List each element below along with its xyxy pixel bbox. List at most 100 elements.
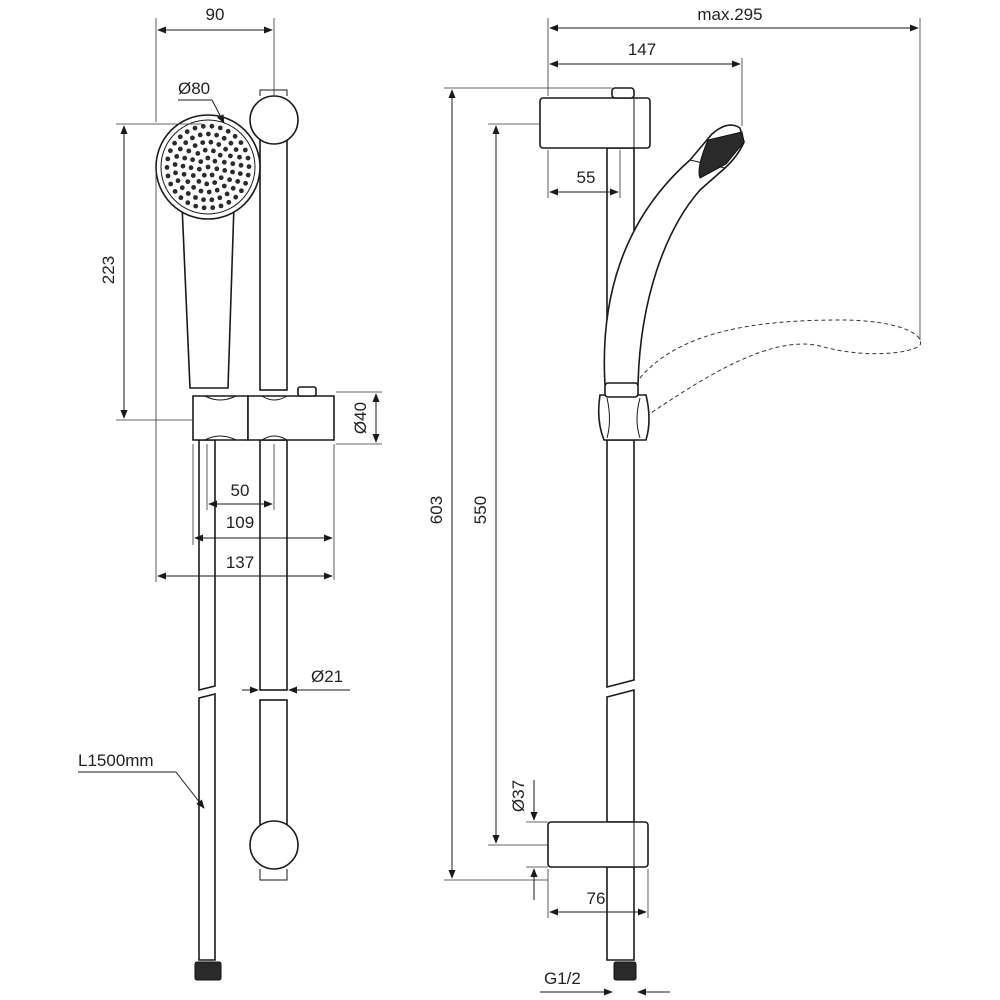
nozzle [206, 189, 212, 195]
nozzle [230, 161, 236, 167]
dim-max-295-label: max.295 [697, 5, 762, 24]
front-slide-rail [249, 89, 299, 881]
side-top-bracket [539, 87, 651, 149]
dim-thread-label: G1/2 [544, 969, 581, 988]
nozzle [208, 139, 214, 145]
hose-nut [194, 961, 222, 981]
dim-147-label: 147 [628, 40, 656, 59]
nozzle [201, 205, 207, 211]
side-view: max.295 147 55 603 550 [427, 5, 922, 996]
dim-550-label: 550 [471, 496, 490, 524]
dim-rail-diameter: Ø21 [242, 667, 350, 694]
slider-button [297, 386, 317, 397]
side-hose-nut [613, 961, 637, 981]
nozzle [195, 151, 201, 156]
nozzle [179, 185, 185, 191]
nozzle [193, 203, 199, 209]
nozzle [223, 146, 229, 152]
nozzle [238, 162, 244, 168]
nozzle [191, 185, 197, 190]
nozzle [217, 152, 223, 158]
nozzle [205, 164, 211, 170]
nozzle [233, 147, 239, 153]
dim-55-label: 55 [577, 168, 596, 187]
nozzle [192, 143, 198, 149]
nozzle [178, 195, 184, 201]
dim-147: 147 [549, 40, 743, 126]
dim-thread: G1/2 [540, 969, 670, 996]
nozzle [221, 135, 227, 141]
nozzle [243, 180, 249, 186]
nozzle [227, 177, 233, 183]
side-bottom-bracket [547, 821, 649, 868]
nozzle [177, 146, 183, 152]
nozzle [221, 159, 227, 165]
nozzle [228, 153, 233, 159]
nozzle [209, 197, 215, 203]
nozzle [177, 134, 183, 140]
nozzle [230, 185, 236, 191]
nozzle [212, 158, 218, 164]
nozzle [230, 169, 235, 175]
dim-slider-height: Ø40 [336, 391, 382, 445]
nozzle [216, 142, 222, 147]
nozzle [245, 172, 251, 178]
nozzle [204, 181, 210, 187]
nozzle [184, 129, 190, 135]
nozzle [212, 180, 218, 186]
nozzle [232, 133, 238, 139]
nozzle [188, 165, 194, 171]
nozzle [221, 183, 227, 189]
nozzle [237, 171, 243, 177]
nozzle [211, 148, 216, 154]
nozzle [198, 188, 204, 194]
nozzle [214, 166, 220, 172]
nozzle [193, 195, 198, 200]
dim-76-label: 76 [587, 889, 606, 908]
dim-55: 55 [547, 150, 621, 198]
dim-max-295: max.295 [547, 5, 921, 340]
nozzle [192, 125, 198, 131]
nozzle [181, 171, 187, 177]
dim-137: 137 [155, 170, 333, 582]
nozzle [237, 154, 242, 160]
dim-603-label: 603 [427, 496, 446, 524]
nozzle [242, 147, 248, 153]
dim-head-diameter-label: Ø80 [178, 79, 210, 98]
nozzle [218, 175, 224, 181]
dim-bottom-bracket-diameter: Ø37 [509, 780, 548, 900]
dim-137-label: 137 [226, 553, 254, 572]
nozzle [206, 131, 211, 137]
nozzle [225, 128, 231, 134]
nozzle [217, 195, 223, 201]
nozzle [214, 187, 220, 193]
nozzle [209, 123, 215, 129]
nozzle [217, 125, 223, 131]
nozzle [165, 156, 171, 162]
nozzle [200, 140, 206, 146]
nozzle [185, 191, 191, 196]
nozzle [190, 173, 196, 178]
nozzle [183, 140, 189, 146]
nozzle [190, 157, 196, 163]
nozzle-pattern [164, 123, 252, 211]
nozzle [201, 172, 207, 178]
nozzle [218, 203, 224, 209]
front-handset [155, 114, 261, 389]
nozzle [245, 155, 251, 161]
nozzle [202, 147, 208, 153]
nozzle [246, 164, 252, 170]
nozzle [210, 205, 216, 211]
dim-109: 109 [192, 444, 335, 580]
dim-hose-length-label: L1500mm [78, 751, 154, 770]
dim-50-label: 50 [231, 481, 250, 500]
nozzle [200, 123, 206, 129]
side-holder [597, 394, 650, 441]
nozzle [186, 148, 192, 154]
dim-hose-length: L1500mm [78, 751, 205, 809]
nozzle [196, 179, 202, 184]
nozzle [196, 166, 202, 172]
nozzle [238, 140, 244, 146]
dim-slider-height-label: Ø40 [351, 402, 370, 434]
